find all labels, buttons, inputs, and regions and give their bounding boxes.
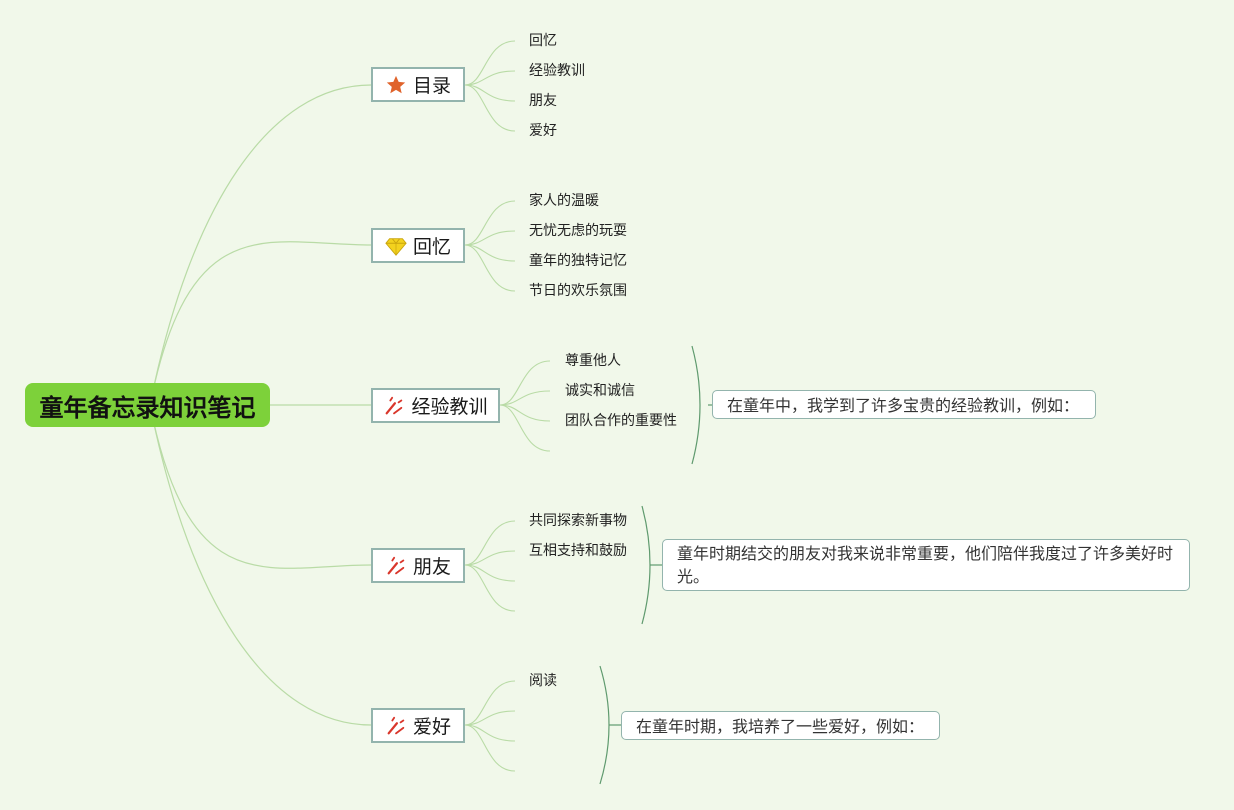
leaf-memory-3[interactable]: 童年的独特记忆 (529, 253, 627, 269)
leaf-link (464, 84, 516, 132)
root-link (149, 404, 372, 726)
leaf-toc-3[interactable]: 朋友 (529, 93, 557, 109)
diamond-icon (385, 237, 407, 256)
leaf-link (464, 710, 516, 726)
branch-memory[interactable]: 回忆 (371, 228, 465, 263)
note-lessons[interactable]: 在童年中，我学到了许多宝贵的经验教训，例如： (712, 390, 1096, 419)
leaf-hobbies-1[interactable]: 阅读 (529, 673, 557, 689)
leaf-link (464, 564, 516, 612)
branch-lessons-label: 经验教训 (411, 396, 488, 418)
summary-bracket (691, 345, 701, 465)
branch-memory-label: 回忆 (412, 236, 451, 258)
root-link (149, 84, 372, 406)
leaf-link (464, 244, 516, 262)
root-link (149, 241, 372, 406)
leaf-link (464, 724, 516, 772)
root-link (149, 404, 372, 569)
summary-bracket (641, 505, 651, 625)
branch-friends-label: 朋友 (412, 556, 451, 578)
leaf-lessons-2[interactable]: 诚实和诚信 (565, 383, 635, 399)
note-friends[interactable]: 童年时期结交的朋友对我来说非常重要，他们陪伴我度过了许多美好时光。 (662, 539, 1190, 591)
leaf-memory-1[interactable]: 家人的温暖 (529, 193, 599, 209)
leaf-link (499, 360, 551, 406)
leaf-link (464, 724, 516, 742)
leaf-friends-2[interactable]: 互相支持和鼓励 (529, 543, 627, 559)
leaf-memory-4[interactable]: 节日的欢乐氛围 (529, 283, 627, 299)
branch-toc[interactable]: 目录 (371, 67, 465, 102)
leaf-lessons-1[interactable]: 尊重他人 (565, 353, 621, 369)
celebration-icon (386, 396, 403, 414)
leaf-memory-2[interactable]: 无忧无虑的玩耍 (529, 223, 627, 239)
celebration-icon (387, 556, 405, 574)
leaf-friends-1[interactable]: 共同探索新事物 (529, 513, 627, 529)
leaf-toc-4[interactable]: 爱好 (529, 123, 557, 139)
leaf-link (464, 680, 516, 726)
celebration-icon (387, 716, 405, 734)
leaf-toc-1[interactable]: 回忆 (529, 33, 557, 49)
branch-hobbies[interactable]: 爱好 (371, 708, 465, 743)
leaf-link (499, 404, 551, 452)
leaf-link (464, 520, 516, 566)
note-hobbies[interactable]: 在童年时期，我培养了一些爱好，例如： (621, 711, 940, 740)
leaf-link (499, 390, 551, 406)
leaf-link (464, 564, 516, 582)
leaf-link (499, 404, 551, 422)
star-icon (386, 75, 406, 93)
branch-lessons[interactable]: 经验教训 (371, 388, 500, 423)
leaf-link (464, 70, 516, 86)
branch-hobbies-label: 爱好 (412, 716, 451, 738)
leaf-link (464, 200, 516, 246)
leaf-link (464, 244, 516, 292)
leaf-link (464, 230, 516, 246)
leaf-lessons-3[interactable]: 团队合作的重要性 (565, 413, 677, 429)
leaf-toc-2[interactable]: 经验教训 (529, 63, 585, 79)
branch-toc-label: 目录 (412, 75, 451, 97)
root-topic[interactable]: 童年备忘录知识笔记 (25, 383, 270, 427)
leaf-link (464, 40, 516, 86)
root-topic-label: 童年备忘录知识笔记 (39, 393, 256, 422)
branch-friends[interactable]: 朋友 (371, 548, 465, 583)
summary-bracket (599, 665, 610, 785)
leaf-link (464, 84, 516, 102)
leaf-link (464, 550, 516, 566)
